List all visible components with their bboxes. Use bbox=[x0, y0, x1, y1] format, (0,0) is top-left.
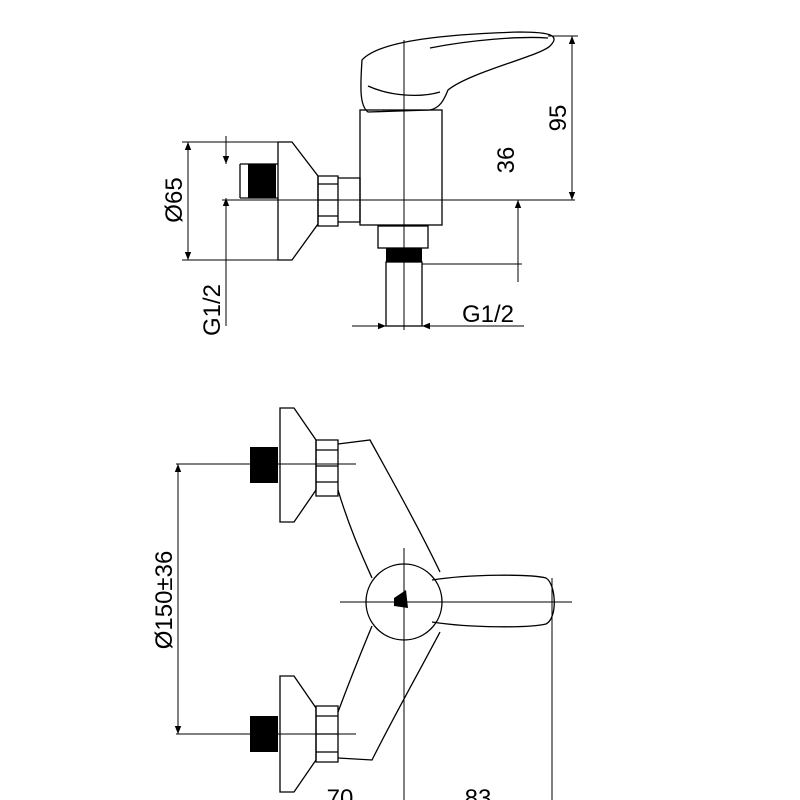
side-view: 95 36 Ø65 G1/2 G1/2 bbox=[161, 31, 578, 336]
dim-flange-label: Ø65 bbox=[161, 177, 188, 222]
dim-spacing-label: Ø150±36 bbox=[151, 551, 178, 650]
dim-right-label: 83 bbox=[465, 785, 492, 800]
dim-height-label: 95 bbox=[545, 105, 572, 132]
side-lever bbox=[360, 31, 555, 113]
side-body bbox=[359, 109, 443, 226]
thread-inlet-label: G1/2 bbox=[199, 284, 226, 336]
dim-outlet-label: 36 bbox=[493, 147, 520, 174]
side-flange bbox=[277, 141, 319, 261]
side-outlet-collar bbox=[377, 225, 429, 249]
front-body bbox=[337, 439, 441, 761]
dim-left-label: 70 bbox=[327, 785, 354, 800]
front-upper-nut bbox=[315, 439, 339, 497]
front-lever bbox=[431, 574, 555, 628]
side-inlet-thread bbox=[248, 164, 276, 198]
side-hex-nut bbox=[317, 175, 339, 227]
front-view: Ø150±36 70 83 bbox=[151, 407, 572, 800]
front-upper-flange bbox=[279, 407, 317, 523]
front-lower-nut bbox=[315, 705, 339, 763]
thread-outlet-label: G1/2 bbox=[462, 301, 514, 328]
front-upper-thread bbox=[250, 447, 278, 483]
front-cap-mark bbox=[394, 590, 408, 608]
